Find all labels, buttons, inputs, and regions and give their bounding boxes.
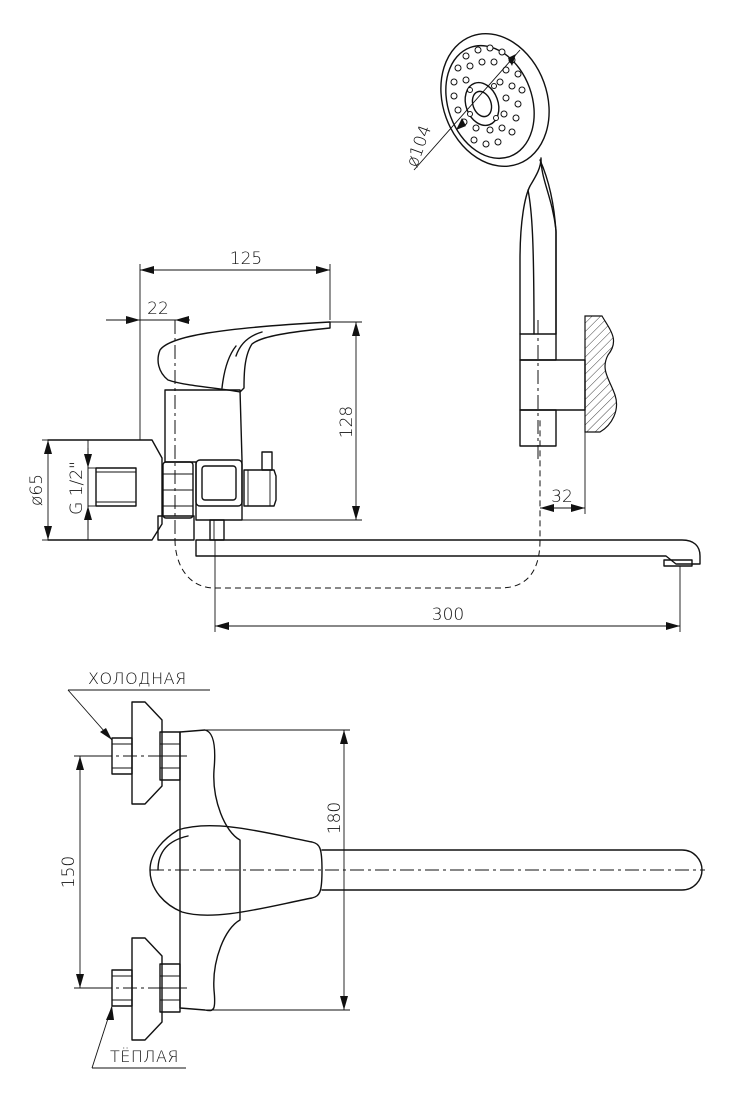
diverter-housing [195,459,243,507]
cold-callout: ХОЛОДНАЯ [67,669,210,741]
side-view: 125 22 128 ø65 [27,32,701,632]
lever-handle[interactable] [157,321,331,393]
dim-22-label: 22 [147,299,169,319]
dim-65: ø65 [27,439,52,541]
dim-104-label: ø104 [403,123,436,170]
dim-128: 128 [240,321,362,521]
dim-128-label: 128 [337,406,357,438]
dim-300: 300 [214,540,681,632]
spray-nozzles [450,44,526,148]
spout-side [195,539,701,565]
warm-callout: ТЁПЛАЯ [91,1005,186,1069]
dim-125-label: 125 [230,249,262,269]
body-top [179,729,241,1012]
dim-thread-label: G 1/2" [67,461,87,515]
wall-section [584,315,618,433]
dim-thread: G 1/2" [67,448,96,530]
dim-300-label: 300 [432,605,464,625]
dim-150-label: 150 [59,856,79,888]
flange-bottom [131,937,163,1041]
shower-handle [519,157,557,335]
warm-label: ТЁПЛАЯ [110,1047,179,1066]
dim-180-label: 180 [325,802,345,834]
shower-head [440,32,550,168]
dim-125: 125 [139,249,331,440]
dim-150: 150 [59,755,112,989]
flange-top [131,701,163,805]
dim-22: 22 [106,299,190,324]
top-view: 180 150 ХОЛОДНАЯ ТЁПЛАЯ [59,669,705,1069]
diverter-knob[interactable] [243,469,277,507]
dim-32: 32 [540,420,586,514]
cold-label: ХОЛОДНАЯ [88,669,187,688]
dim-32-label: 32 [551,487,573,507]
inlet-thread [95,467,137,507]
wall-flange [47,439,163,541]
lever-top[interactable] [149,824,323,916]
dim-180: 180 [205,729,350,1011]
dim-65-label: ø65 [27,474,47,506]
